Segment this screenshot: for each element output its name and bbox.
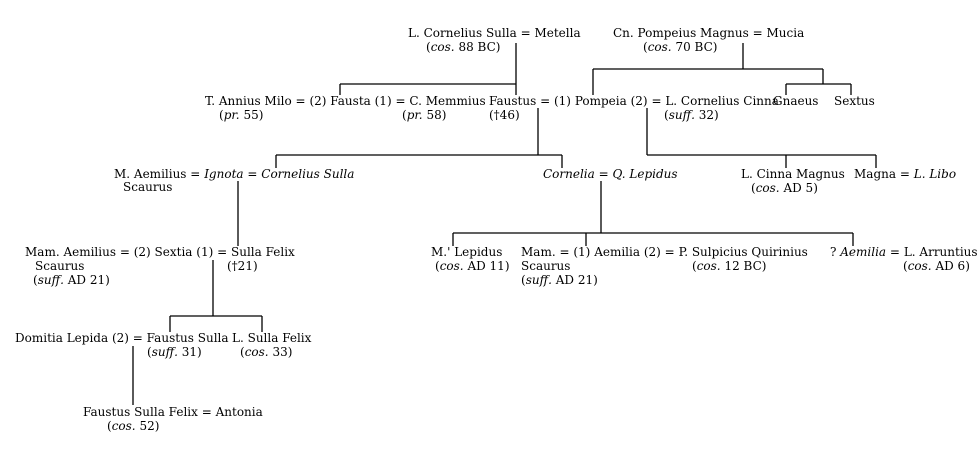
office-cinna-magnus: (cos. AD 5) [751, 181, 818, 195]
office-mam-scaurus: (suff. AD 21) [33, 273, 110, 287]
person-milo-fausta-memmius: T. Annius Milo = (2) Fausta (1) = C. Mem… [205, 94, 486, 108]
office-l-sulla-felix: (cos. 33) [240, 345, 293, 359]
person-m-aemilius-cognomen: Scaurus [123, 180, 173, 194]
person-mam-aemilia-quirinius: Mam. = (1) Aemilia (2) = P. Sulpicius Qu… [521, 245, 808, 259]
person-mam-lepidus-cognomen: Scaurus [521, 259, 571, 273]
office-m-lepidus: (cos. AD 11) [435, 259, 510, 273]
office-milo: (pr. 55) [219, 108, 264, 122]
office-faustus-sulla-felix: (cos. 52) [107, 419, 160, 433]
office-faustus-sulla: (suff. 31) [147, 345, 202, 359]
person-aemilia-arruntius: ? Aemilia = L. Arruntius [830, 245, 978, 259]
person-faustus-sulla-felix-antonia: Faustus Sulla Felix = Antonia [83, 405, 263, 419]
person-m-lepidus: M.' Lepidus [431, 245, 503, 259]
office-sulla: (cos. 88 BC) [426, 40, 501, 54]
office-mam-lepidus: (suff. AD 21) [521, 273, 598, 287]
office-cinna: (suff. 32) [664, 108, 719, 122]
person-mam-scaurus-cognomen: Scaurus [35, 259, 85, 273]
office-arruntius: (cos. AD 6) [903, 259, 970, 273]
office-pompey: (cos. 70 BC) [643, 40, 718, 54]
office-memmius: (pr. 58) [402, 108, 447, 122]
person-m-aemilius-ignota-cornelius: M. Aemilius = Ignota = Cornelius Sulla [114, 167, 355, 181]
person-domitia-faustus-sulla: Domitia Lepida (2) = Faustus Sulla [15, 331, 229, 345]
person-mam-sextia-sulla-felix: Mam. Aemilius = (2) Sextia (1) = Sulla F… [25, 245, 295, 259]
person-pompey: Cn. Pompeius Magnus = Mucia [613, 26, 805, 40]
person-faustus-pompeia-cinna: Faustus = (1) Pompeia (2) = L. Cornelius… [489, 94, 779, 108]
office-quirinius: (cos. 12 BC) [692, 259, 767, 273]
person-cornelia-lepidus: Cornelia = Q. Lepidus [543, 167, 678, 181]
death-faustus: (†46) [489, 108, 520, 122]
person-cinna-magnus: L. Cinna Magnus [741, 167, 845, 181]
person-l-sulla-felix: L. Sulla Felix [232, 331, 312, 345]
person-magna-libo: Magna = L. Libo [854, 167, 957, 181]
person-sextus: Sextus [834, 94, 875, 108]
person-sulla: L. Cornelius Sulla = Metella [408, 26, 581, 40]
death-sulla-felix: (†21) [227, 259, 258, 273]
person-gnaeus: Gnaeus [773, 94, 819, 108]
